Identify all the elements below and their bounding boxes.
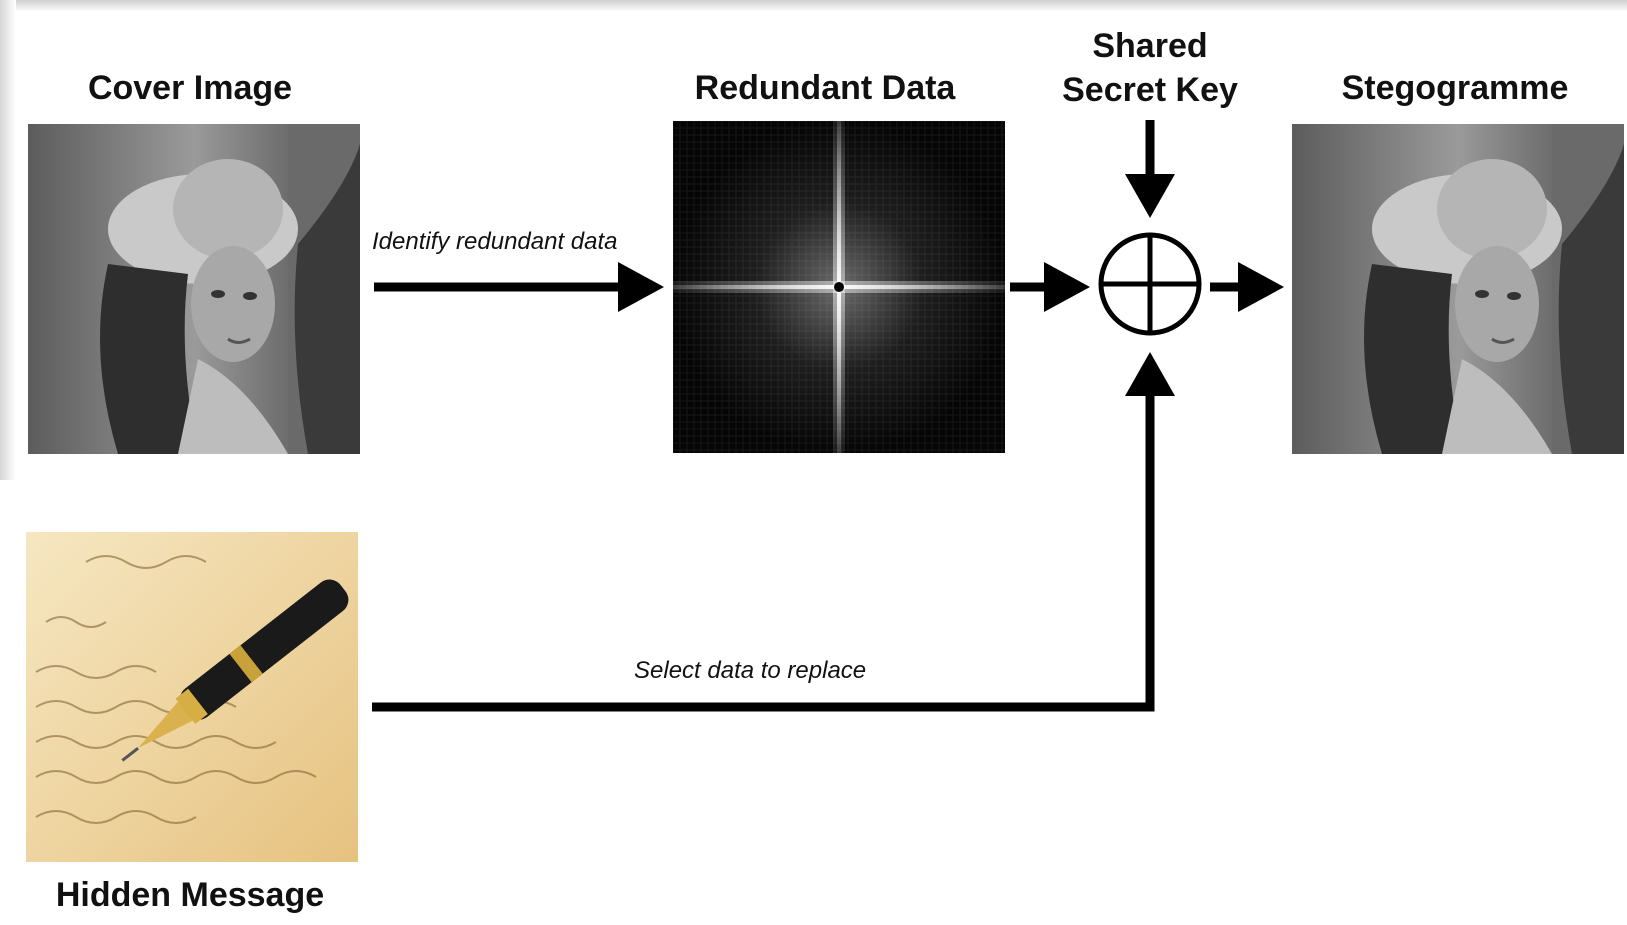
hidden-message-label: Hidden Message (55, 876, 325, 914)
hidden-message-image (26, 532, 358, 862)
stegogramme-image (1292, 124, 1624, 454)
identify-redundant-data-label: Identify redundant data (372, 228, 618, 255)
arrow-to-stegogramme (1210, 262, 1284, 312)
redundant-data-label: Redundant Data (694, 69, 956, 107)
arrow-identify (374, 262, 664, 312)
arrow-select (372, 352, 1175, 712)
shared-secret-key-label-line1: Shared (1092, 27, 1208, 65)
cover-image-label: Cover Image (87, 69, 293, 107)
select-data-to-replace-label: Select data to replace (634, 657, 867, 684)
stegogramme-label: Stegogramme (1341, 69, 1569, 107)
redundant-data-spectrum (673, 121, 1005, 453)
cover-image (28, 124, 360, 454)
shared-secret-key-label-line2: Secret Key (1062, 71, 1238, 109)
arrow-to-xor (1010, 262, 1090, 312)
left-border-strip (0, 0, 16, 480)
xor-operator-icon (1098, 232, 1202, 336)
top-border-strip (0, 0, 1627, 12)
arrow-key-to-xor (1125, 120, 1175, 218)
